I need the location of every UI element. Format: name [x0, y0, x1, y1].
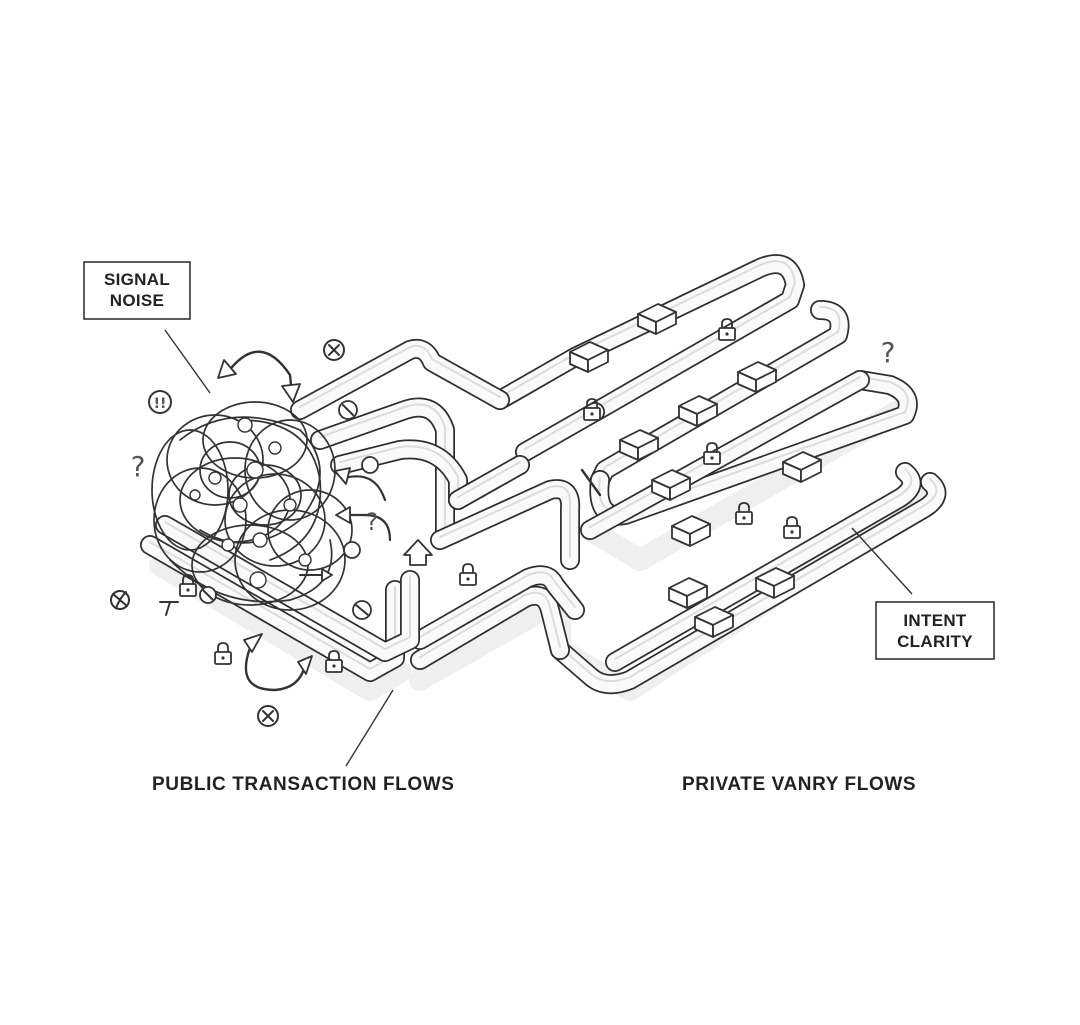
intent-clarity-box: [875, 601, 995, 660]
arrow-up-block-icon: [403, 539, 433, 566]
flow-arrows: [217, 350, 433, 692]
arrow-loop-mid-icon: [334, 467, 387, 502]
lock-icon: [583, 398, 601, 421]
lock-icon: [718, 318, 736, 341]
valve-icon: [361, 456, 379, 474]
lock-icons: [179, 318, 801, 673]
arrow-right-small-icon: [299, 568, 333, 582]
arrow-into-pipe-icon: [335, 506, 392, 542]
signal-noise-callout: SIGNAL NOISE: [83, 261, 211, 394]
cargo-box-icon: [678, 395, 718, 427]
cargo-box-icon: [637, 303, 677, 335]
pipe-segment: [410, 585, 570, 670]
pipe-segment: [490, 254, 805, 422]
pipe-segment: [430, 479, 581, 570]
pipe-segment: [290, 338, 510, 420]
cargo-box-icon: [569, 341, 609, 373]
signal-noise-line-2: NOISE: [110, 291, 164, 310]
lock-icon: [783, 516, 801, 539]
valve-icon: [199, 586, 217, 604]
public-flows-label: PUBLIC TRANSACTION FLOWS: [152, 774, 455, 795]
curved-arrow-top-icon: [217, 350, 301, 403]
cargo-boxes: [569, 303, 822, 638]
intent-clarity-line-2: CLARITY: [897, 632, 973, 651]
double-exclaim-glyph: !!: [154, 396, 167, 412]
question-mark-icon: ?: [131, 450, 146, 483]
intent-clarity-line-1: INTENT: [903, 611, 966, 630]
intent-clarity-leader-line: [851, 527, 913, 595]
cargo-box-icon: [651, 469, 691, 501]
pipe-segment: [140, 535, 405, 682]
noise-symbols: !! ? ? ?: [110, 336, 896, 727]
cargo-box-icon: [671, 515, 711, 547]
pipe-segment: [448, 455, 530, 510]
valve-icon: [343, 541, 361, 559]
cargo-box-icon: [668, 577, 708, 609]
double-exclaim-icon: !!: [148, 390, 172, 414]
lock-icon: [703, 442, 721, 465]
pipe-segment: [580, 370, 870, 540]
signal-noise-leader-line: [164, 329, 211, 394]
signal-noise-box: [83, 261, 191, 320]
private-flows-label: PRIVATE VANRY FLOWS: [682, 774, 916, 795]
lock-icon: [459, 563, 477, 586]
signal-noise-tangle: [151, 401, 353, 611]
public-flows-leader-line: [345, 689, 394, 767]
pipe-segment: [589, 370, 918, 526]
cargo-box-icon: [619, 429, 659, 461]
signal-noise-line-1: SIGNAL: [104, 270, 170, 289]
lever-handle-icon: [580, 468, 602, 497]
pipe-segment: [590, 300, 850, 490]
pipe-segment: [330, 439, 468, 510]
question-mark-icon: ?: [881, 336, 896, 369]
broken-widget-icon: [110, 590, 130, 610]
valve-icon: [338, 400, 358, 420]
lock-icon: [735, 502, 753, 525]
pipe-segment: [550, 472, 947, 695]
pipe-segment: [310, 397, 455, 540]
lock-icon: [214, 642, 232, 665]
cargo-box-icon: [694, 606, 734, 638]
cross-circle-icon: [323, 339, 345, 361]
cargo-box-icon: [782, 451, 822, 483]
cargo-box-icon: [737, 361, 777, 393]
wrench-icon: [159, 601, 179, 616]
pipe-network: [140, 254, 947, 695]
question-mark-icon: ?: [366, 508, 379, 536]
pipe-segment: [605, 462, 922, 672]
intent-clarity-callout: INTENT CLARITY: [851, 527, 995, 660]
pipe-segment: [410, 565, 585, 650]
cargo-box-icon: [755, 567, 795, 599]
valve-icon: [352, 600, 372, 620]
curved-arrow-bottom-icon: [243, 633, 313, 692]
lock-icon: [325, 650, 343, 673]
pipe-segment: [155, 515, 420, 662]
cross-circle-icon: [257, 705, 279, 727]
